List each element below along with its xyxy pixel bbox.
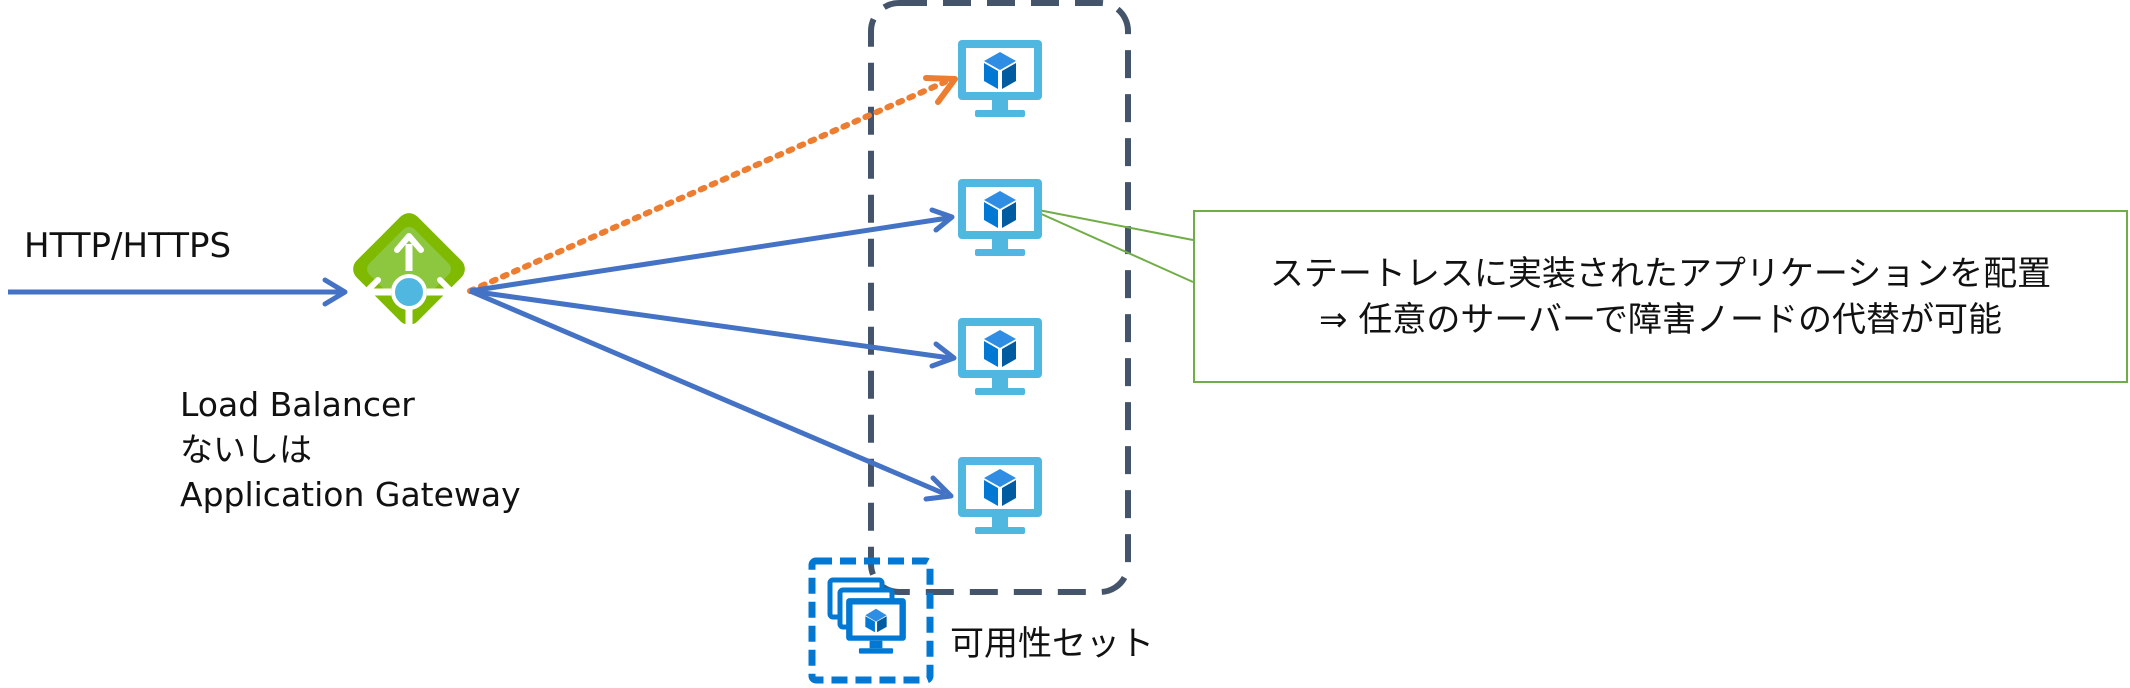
incoming-connection xyxy=(8,277,348,307)
availability-set-boundary xyxy=(868,0,1131,595)
load-balancer-label-line: Load Balancer xyxy=(180,385,415,424)
availability-set-icon xyxy=(808,557,934,684)
availability-set-label: 可用性セット xyxy=(950,624,1154,664)
virtual-machine-icon xyxy=(958,40,1042,117)
load-balancer-label: Load Balancer ないしは Application Gateway xyxy=(180,382,521,517)
load-balancer-icon xyxy=(353,213,465,342)
virtual-machine-icon xyxy=(958,318,1042,395)
design-note-line: ステートレスに実装されたアプリケーションを配置 xyxy=(1269,253,2052,294)
design-note-line: ⇒ 任意のサーバーで障害ノードの代替が可能 xyxy=(1319,299,2002,340)
load-balancer-label-line: ないしは xyxy=(180,430,312,469)
vm-stack xyxy=(958,40,1042,534)
design-note-callout: ステートレスに実装されたアプリケーションを配置 ⇒ 任意のサーバーで障害ノードの… xyxy=(1193,210,2128,383)
vm-connections xyxy=(469,207,957,502)
protocol-label: HTTP/HTTPS xyxy=(24,226,232,266)
connector-callout-lines xyxy=(1027,207,1194,283)
virtual-machine-icon xyxy=(958,179,1042,256)
load-balancer-label-line: Application Gateway xyxy=(180,475,521,514)
virtual-machine-icon xyxy=(958,457,1042,534)
failover-connection xyxy=(467,75,958,294)
